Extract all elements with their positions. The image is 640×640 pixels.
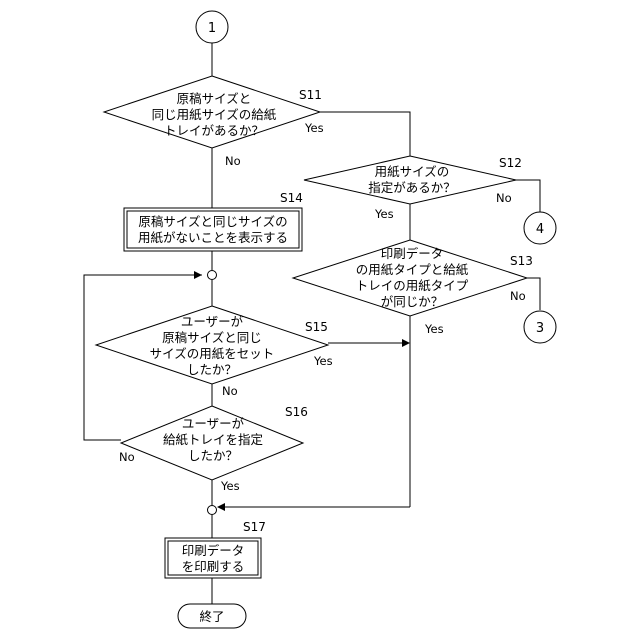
decision-s16: ユーザーが 給紙トレイを指定 したか？ S16 xyxy=(121,405,308,480)
decision-s11-line2: 同じ用紙サイズの給紙 xyxy=(152,107,277,122)
edge-s12-no xyxy=(516,180,540,212)
terminal-end-label: 終了 xyxy=(199,609,224,624)
arrow-into-s15-line xyxy=(402,339,410,347)
decision-s15-line2: 原稿サイズと同じ xyxy=(162,330,262,345)
branch-s15-no: No xyxy=(222,384,238,398)
decision-s15-line3: サイズの用紙をセット xyxy=(150,346,275,361)
connector-start: 1 xyxy=(196,11,228,43)
branch-s12-yes: Yes xyxy=(374,207,394,221)
decision-s12-line1: 用紙サイズの xyxy=(375,164,450,179)
step-id-s17: S17 xyxy=(243,520,266,534)
process-s14-line2: 用紙がないことを表示する xyxy=(138,230,288,245)
process-s14: 原稿サイズと同じサイズの 用紙がないことを表示する S14 xyxy=(124,191,303,251)
process-s17-line1: 印刷データ xyxy=(182,543,245,558)
step-id-s11: S11 xyxy=(299,88,322,102)
branch-s13-yes: Yes xyxy=(424,322,444,336)
branch-s16-no: No xyxy=(119,450,135,464)
branch-s11-yes: Yes xyxy=(304,121,324,135)
decision-s12: 用紙サイズの 指定があるか？ S12 xyxy=(304,156,522,204)
edge-s13-no xyxy=(527,278,540,310)
merge-junction xyxy=(208,506,217,515)
connector-start-label: 1 xyxy=(208,21,216,36)
decision-s13-line3: トレイの用紙タイプ xyxy=(356,278,469,293)
connector-3: 3 xyxy=(524,311,556,343)
decision-s13-line1: 印刷データ xyxy=(381,246,444,261)
decision-s11-line1: 原稿サイズと xyxy=(177,91,252,106)
process-s17-line2: を印刷する xyxy=(182,559,245,574)
arrow-into-bottom-junction xyxy=(217,503,225,511)
branch-s16-yes: Yes xyxy=(220,479,240,493)
decision-s15-line4: したか？ xyxy=(187,362,237,377)
connector-3-label: 3 xyxy=(536,321,544,336)
decision-s13-line4: が同じか？ xyxy=(381,294,444,309)
decision-s13: 印刷データ の用紙タイプと給紙 トレイの用紙タイプ が同じか？ S13 xyxy=(293,240,533,316)
decision-s16-line1: ユーザーが xyxy=(182,416,245,431)
step-id-s14: S14 xyxy=(280,191,303,205)
edge-s11-yes xyxy=(320,112,410,156)
decision-s16-line2: 給紙トレイを指定 xyxy=(163,432,263,447)
arrow-into-junction xyxy=(194,271,202,279)
step-id-s13: S13 xyxy=(510,254,533,268)
branch-s12-no: No xyxy=(496,191,512,205)
step-id-s15: S15 xyxy=(305,320,328,334)
branch-s13-no: No xyxy=(510,289,526,303)
decision-s15: ユーザーが 原稿サイズと同じ サイズの用紙をセット したか？ S15 xyxy=(96,306,328,384)
step-id-s16: S16 xyxy=(285,405,308,419)
step-id-s12: S12 xyxy=(499,156,522,170)
decision-s11-line3: トレイがあるか？ xyxy=(164,123,264,138)
decision-s12-line2: 指定があるか？ xyxy=(368,180,456,195)
decision-s16-line3: したか？ xyxy=(188,448,238,463)
branch-s15-yes: Yes xyxy=(313,354,333,368)
branch-s11-no: No xyxy=(225,154,241,168)
connector-4-label: 4 xyxy=(536,222,544,237)
decision-s15-line1: ユーザーが xyxy=(181,314,244,329)
process-s17: 印刷データ を印刷する S17 xyxy=(165,520,266,578)
terminal-end: 終了 xyxy=(178,604,246,628)
loop-junction xyxy=(208,271,217,280)
decision-s13-line2: の用紙タイプと給紙 xyxy=(356,262,469,277)
connector-4: 4 xyxy=(524,212,556,244)
process-s14-line1: 原稿サイズと同じサイズの xyxy=(138,214,287,229)
decision-s11: 原稿サイズと 同じ用紙サイズの給紙 トレイがあるか？ S11 xyxy=(104,76,322,148)
